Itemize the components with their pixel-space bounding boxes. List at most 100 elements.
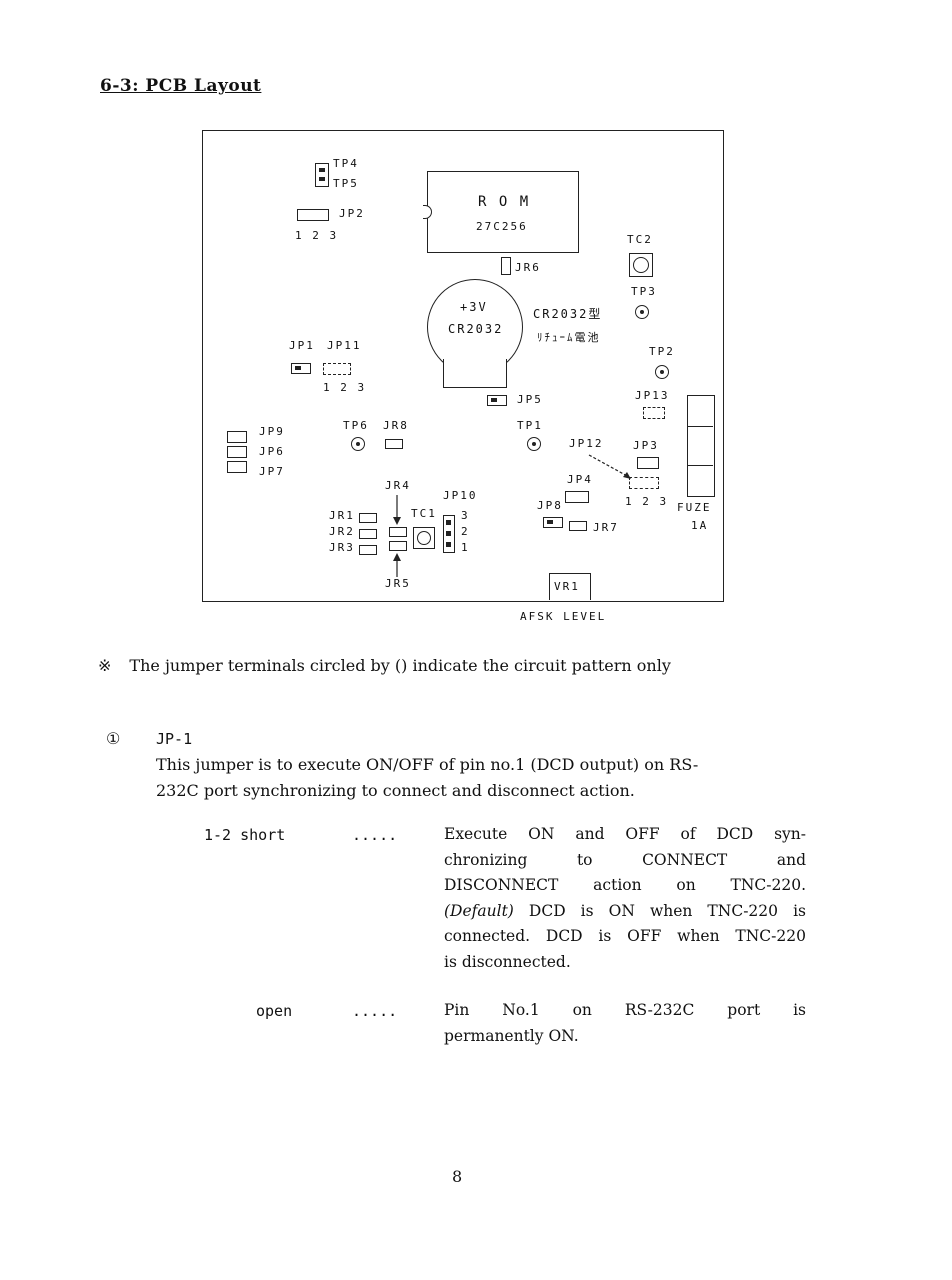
tc1-trimmer <box>413 527 435 549</box>
jp11-label: JP11 <box>327 339 362 352</box>
setting-1-line5: connected. DCD is OFF when TNC-220 <box>444 927 806 945</box>
setting-1-line6: is disconnected. <box>444 952 571 971</box>
setting-1-line4: (Default) DCD is ON when TNC-220 is <box>444 901 806 920</box>
pcb-layout-diagram: R O M 27C256 TP4 TP5 JP2 1 2 3 TC2 JR6 +… <box>202 130 724 602</box>
jp2-header <box>297 209 329 221</box>
tc1-label: TC1 <box>411 507 437 520</box>
setting-1-line3: DISCONNECT action on TNC-220. <box>444 876 806 894</box>
setting-2-line2: permanently ON. <box>444 1026 579 1045</box>
jr2-jumper <box>359 529 377 539</box>
jp8-header <box>543 517 563 528</box>
jr5-arrow <box>393 553 401 577</box>
jp9-label: JP9 <box>259 425 285 438</box>
jp2-pins: 1 2 3 <box>295 229 339 242</box>
jp1-label: JP1 <box>289 339 315 352</box>
tp4-label: TP4 <box>333 157 359 170</box>
setting-2-name: open <box>256 1002 293 1020</box>
jp4-label: JP4 <box>567 473 593 486</box>
jr8-label: JR8 <box>383 419 409 432</box>
section-intro-line1: This jumper is to execute ON/OFF of pin … <box>156 755 699 774</box>
jr1-label: JR1 <box>329 509 355 522</box>
fuse-holder <box>687 395 715 497</box>
section-intro-line2: 232C port synchronizing to connect and d… <box>156 781 635 800</box>
jp7-label: JP7 <box>259 465 285 478</box>
jr5-jumper <box>389 541 407 551</box>
tp5-label: TP5 <box>333 177 359 190</box>
tp2-label: TP2 <box>649 345 675 358</box>
jumper-note: ※ The jumper terminals circled by () indi… <box>98 656 671 675</box>
jp3-header-bottom <box>629 477 659 489</box>
tp3-label: TP3 <box>631 285 657 298</box>
page-title: 6-3: PCB Layout <box>100 76 262 96</box>
tp1-testpoint <box>527 437 541 451</box>
battery-kana: ﾘﾁｭｰﾑ電池 <box>537 331 601 344</box>
tp1-label: TP1 <box>517 419 543 432</box>
setting-1-line1: Execute ON and OFF of DCD syn- <box>444 825 806 843</box>
jp1-header <box>291 363 311 374</box>
setting-2-dots: ..... <box>352 1002 398 1020</box>
tp6-label: TP6 <box>343 419 369 432</box>
tp6-testpoint <box>351 437 365 451</box>
jp13-label: JP13 <box>635 389 670 402</box>
jr1-jumper <box>359 513 377 523</box>
jp10-pin1: 1 <box>461 541 470 554</box>
jp2-label: JP2 <box>339 207 365 220</box>
jr2-label: JR2 <box>329 525 355 538</box>
jp10-label: JP10 <box>443 489 478 502</box>
section-heading: JP-1 <box>156 730 193 748</box>
jr3-label: JR3 <box>329 541 355 554</box>
rom-notch <box>423 205 432 219</box>
setting-1-dots: ..... <box>352 826 398 844</box>
jp3-header-top <box>637 457 659 469</box>
tp4-tp5-pads <box>315 163 329 187</box>
setting-1-description: Execute ON and OFF of DCD syn- chronizin… <box>444 822 806 975</box>
vr1-label: VR1 <box>554 580 580 593</box>
setting-1-name: 1-2 short <box>204 826 286 844</box>
setting-1-default: (Default) <box>444 901 514 920</box>
tp2-testpoint <box>655 365 669 379</box>
rom-chip: R O M 27C256 <box>427 171 579 253</box>
jp12-label: JP12 <box>569 437 604 450</box>
jr7-label: JR7 <box>593 521 619 534</box>
battery-voltage: +3V <box>460 300 488 314</box>
fuze-label: FUZE <box>677 501 712 514</box>
jp10-pin3: 3 <box>461 509 470 522</box>
rom-label: R O M <box>478 194 531 210</box>
jr8-jumper <box>385 439 403 449</box>
jr6-label: JR6 <box>515 261 541 274</box>
tc2-label: TC2 <box>627 233 653 246</box>
jp8-label: JP8 <box>537 499 563 512</box>
note-text: The jumper terminals circled by () indic… <box>129 656 671 675</box>
jr4-arrow <box>393 495 401 525</box>
battery-model: CR2032 <box>448 322 504 336</box>
tc2-trimmer <box>629 253 653 277</box>
vr1-box: VR1 <box>549 573 591 600</box>
jr4-jumper <box>389 527 407 537</box>
jp6-label: JP6 <box>259 445 285 458</box>
jp11-pins: 1 2 3 <box>323 381 367 394</box>
jp3-pins: 1 2 3 <box>625 495 669 508</box>
rom-part: 27C256 <box>476 220 528 233</box>
jr4-label: JR4 <box>385 479 411 492</box>
jr3-jumper <box>359 545 377 555</box>
note-mark: ※ <box>98 656 112 675</box>
afsk-level-label: AFSK LEVEL <box>520 610 607 623</box>
page-number: 8 <box>452 1167 463 1186</box>
jp4-header <box>565 491 589 503</box>
jp3-label: JP3 <box>633 439 659 452</box>
jp9-jp6-jp7-headers <box>227 431 247 477</box>
section-marker: ① <box>106 729 121 748</box>
jr6-jumper <box>501 257 511 275</box>
jr5-label: JR5 <box>385 577 411 590</box>
jp5-header <box>487 395 507 406</box>
jp10-pin2: 2 <box>461 525 470 538</box>
jp11-header <box>323 363 351 375</box>
battery-type: CR2032型 <box>533 307 603 321</box>
setting-1-line2: chronizing to CONNECT and <box>444 850 806 869</box>
jp10-header <box>443 515 455 553</box>
jp5-label: JP5 <box>517 393 543 406</box>
jp13-header <box>643 407 665 419</box>
jr7-jumper <box>569 521 587 531</box>
fuze-rating: 1A <box>691 519 709 532</box>
setting-2-line1: Pin No.1 on RS-232C port is <box>444 1001 806 1019</box>
